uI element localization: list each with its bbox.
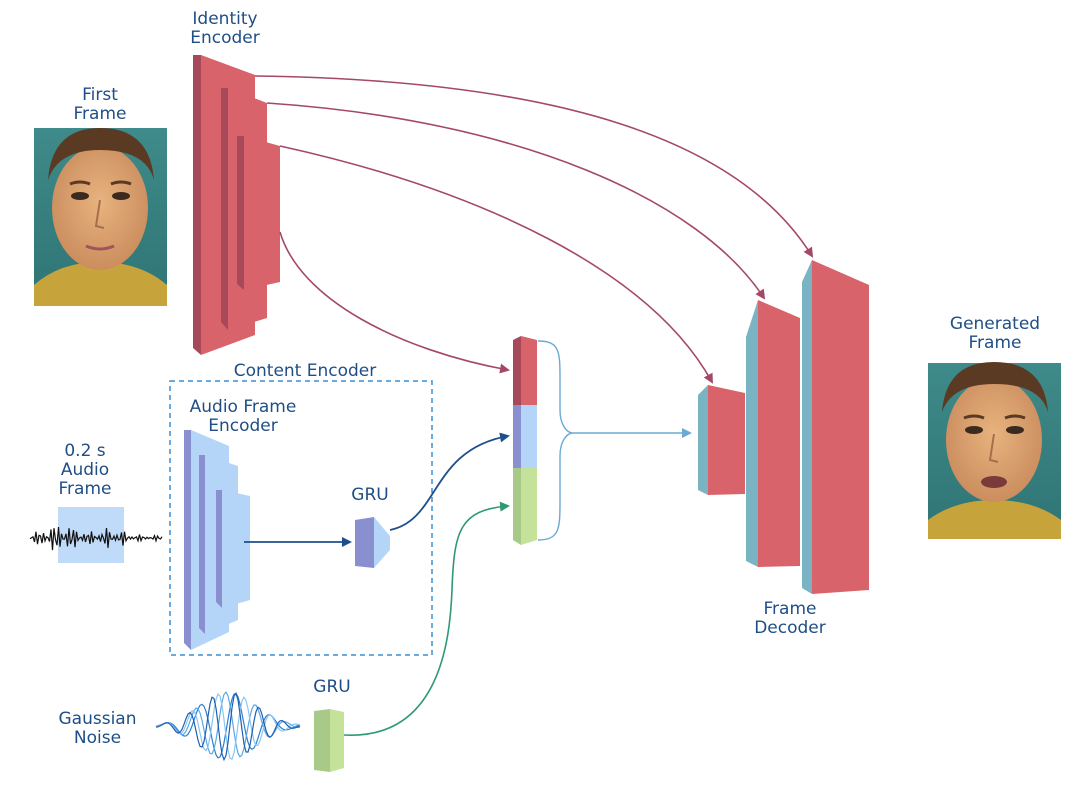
first-frame-label: First Frame xyxy=(73,85,127,124)
audio-frame-encoder-label: Audio Frame Encoder xyxy=(189,397,297,436)
audio-waveform-icon xyxy=(29,507,163,563)
first-frame-image xyxy=(34,128,167,306)
generated-frame-label: Generated Frame xyxy=(949,314,1041,353)
skip-connection-arrow-1 xyxy=(254,75,814,258)
gaussian-noise-icon xyxy=(155,691,301,762)
audio-gru-output-arrow xyxy=(389,432,510,531)
skip-connection-arrow-2 xyxy=(266,102,766,300)
audio-gru-label: GRU xyxy=(351,485,389,505)
content-encoder-label: Content Encoder xyxy=(233,361,377,381)
latent-concat-vector xyxy=(513,336,537,545)
noise-gru-label: GRU xyxy=(313,677,351,697)
frame-decoder-label: Frame Decoder xyxy=(754,599,826,638)
identity-latent-arrow xyxy=(279,231,510,374)
generated-frame-image xyxy=(928,362,1061,539)
frame-decoder-block-2 xyxy=(746,300,800,567)
frame-decoder-block-3 xyxy=(802,260,869,594)
audio-gru-block xyxy=(355,517,390,568)
frame-decoder-block-1 xyxy=(698,385,745,495)
identity-encoder-block-3 xyxy=(237,136,280,290)
noise-gru-output-arrow xyxy=(343,501,510,736)
noise-wave-line xyxy=(155,692,301,762)
audio-input-label: 0.2 s Audio Frame xyxy=(58,441,112,499)
noise-gru-block xyxy=(314,709,344,772)
gaussian-noise-label: Gaussian Noise xyxy=(58,709,137,748)
content-encoder-box xyxy=(169,380,433,656)
concat-brace xyxy=(537,340,573,541)
noise-wave-line xyxy=(155,692,301,761)
skip-connection-arrow-3 xyxy=(279,145,713,384)
audio-encoder-block-3 xyxy=(216,490,250,608)
identity-encoder-label: Identity Encoder xyxy=(190,9,260,48)
